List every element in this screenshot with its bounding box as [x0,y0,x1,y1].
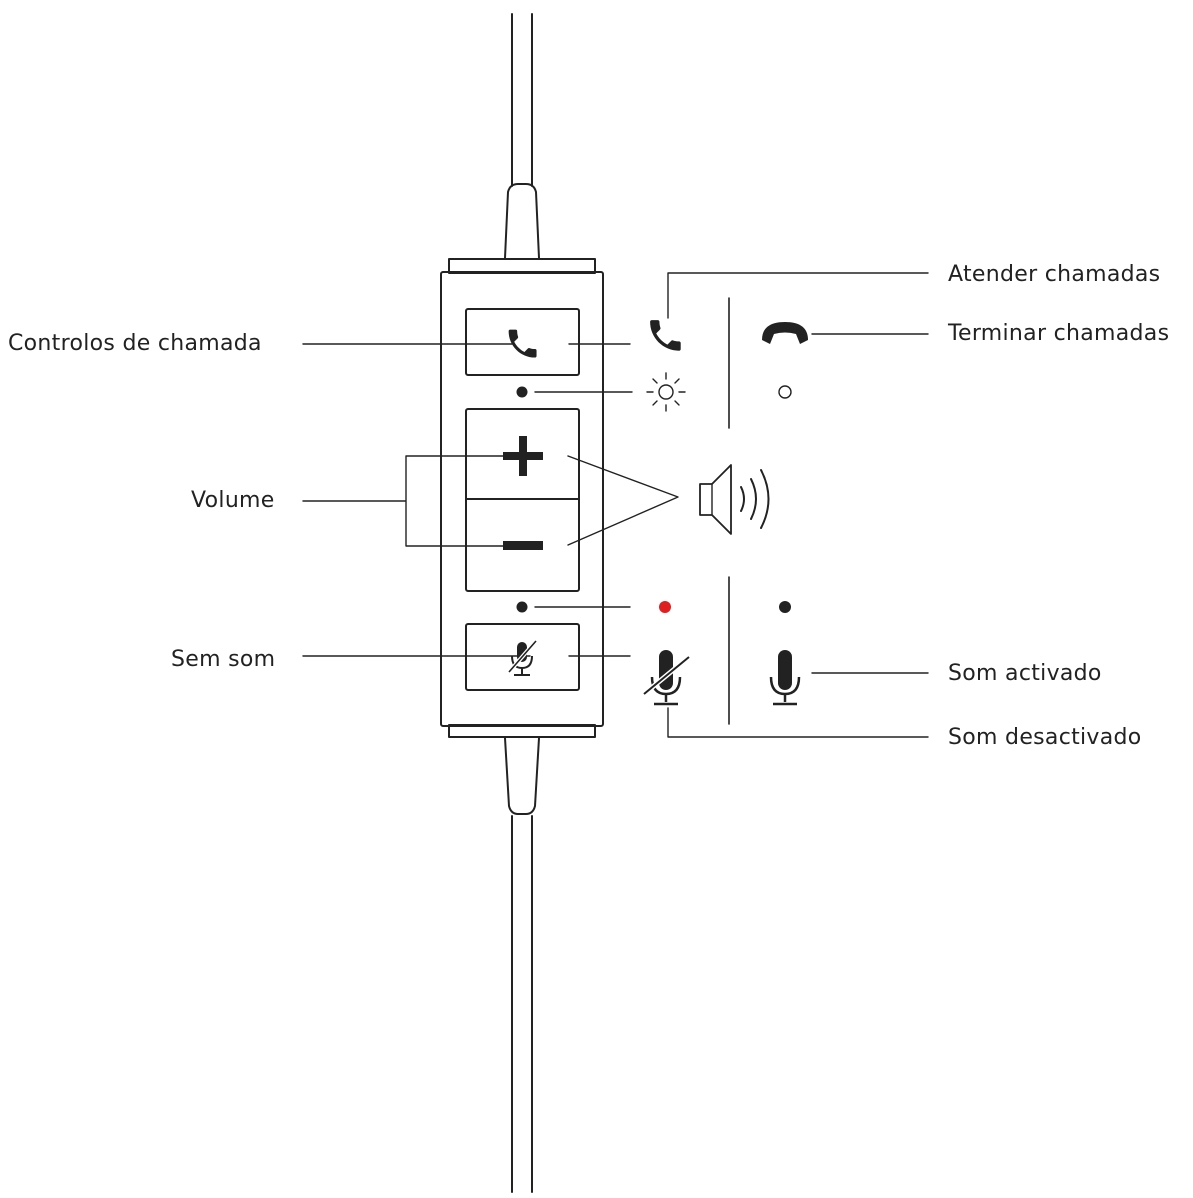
leader-volume-speaker [567,455,679,546]
phone-icon [508,329,537,358]
top-cable [504,13,540,259]
mic-muted-icon [507,639,538,676]
volume-rocker[interactable] [465,408,580,592]
led-off-icon [778,385,792,399]
answer-phone-icon [650,320,681,351]
leader-volume [302,455,517,547]
speaker-icon [699,464,770,535]
led-blinking-icon [646,372,686,412]
led-on-icon [779,601,791,613]
phone-hangup-icon [762,322,808,344]
leader-answer-call [667,272,929,319]
mute-button[interactable] [465,623,580,691]
led-red-icon [659,601,671,613]
plus-icon [503,436,543,476]
mic-muted-state-icon [642,650,691,706]
label-volume: Volume [191,488,275,513]
label-muted: Som desactivado [948,725,1142,750]
controller-body [440,258,604,738]
mic-icon [769,650,801,706]
call-button[interactable] [465,308,580,376]
minus-icon [503,541,543,550]
leader-muted [667,707,929,738]
label-end-call: Terminar chamadas [948,321,1170,346]
mute-status-led [516,601,528,613]
label-unmuted: Som activado [948,661,1102,686]
label-call-controls: Controlos de chamada [8,331,262,356]
label-answer-call: Atender chamadas [948,262,1161,287]
bottom-cable [504,737,540,1193]
label-mute: Sem som [171,647,276,672]
call-status-led [516,386,528,398]
